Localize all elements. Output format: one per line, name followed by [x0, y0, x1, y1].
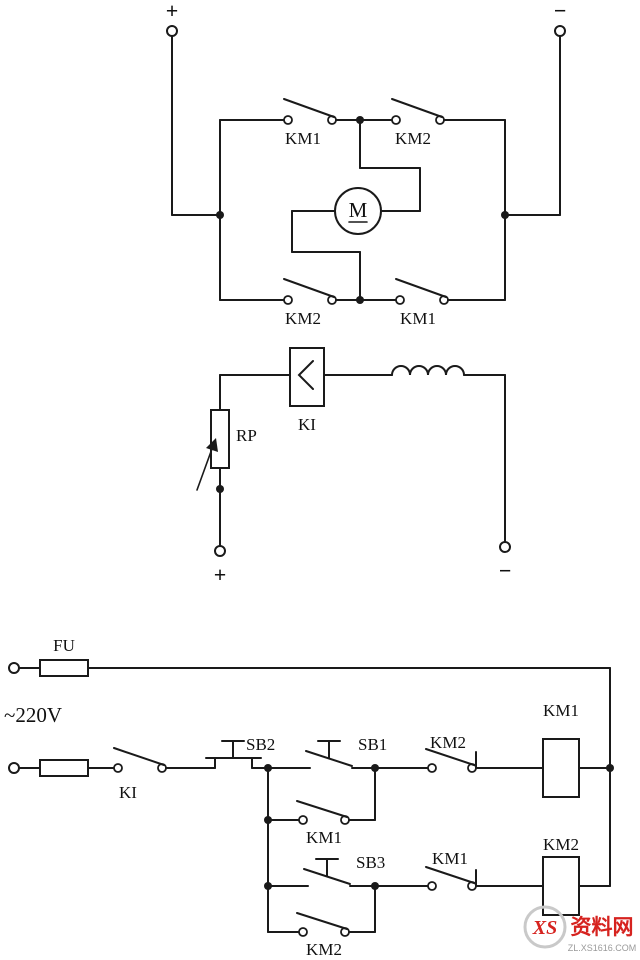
sb1-pushbutton [305, 740, 353, 767]
contact-point [427, 763, 437, 773]
watermark-logo: XS [532, 917, 557, 939]
rheostat-label: RP [236, 426, 257, 445]
contact-point [391, 115, 401, 125]
contact-blade [283, 278, 335, 298]
plus-terminal [166, 25, 178, 37]
km1-coil-label: KM1 [543, 701, 579, 720]
km2-coil-label: KM2 [543, 835, 579, 854]
sb3-label: SB3 [356, 853, 385, 872]
supply-terminal-2 [8, 762, 20, 774]
km1-nc-contact [425, 866, 477, 891]
km2-aux-label: KM2 [306, 940, 342, 959]
contact-blade [296, 912, 348, 930]
fuse-1 [39, 659, 89, 677]
plus-terminal-label: + [166, 0, 179, 23]
km2-nc-label: KM2 [430, 733, 466, 752]
watermark: XS 资料网 ZL.XS1616.COM [523, 905, 637, 953]
contact-point [283, 295, 293, 305]
control-circuit: FU ~220V KI SB2 SB1 [4, 636, 614, 959]
contact-blade [113, 747, 165, 766]
km1-top-contact [283, 98, 337, 125]
field-minus-label: − [499, 558, 512, 583]
ki-relay-symbol [297, 360, 314, 390]
contact-blade [425, 748, 475, 766]
junction-dot [606, 764, 614, 772]
km1-bottom-contact [395, 278, 449, 305]
junction-dot [216, 211, 224, 219]
junction-dot [216, 485, 224, 493]
contact-point [298, 927, 308, 937]
field-plus-terminal [214, 545, 226, 557]
sb3-pushbutton [303, 858, 351, 885]
km1-aux-contact [296, 800, 350, 825]
km2-nc-contact [425, 748, 477, 773]
km1-nc-label: KM1 [432, 849, 468, 868]
watermark-logo-circle [523, 905, 567, 949]
supply-terminal-1 [8, 662, 20, 674]
minus-terminal-label: − [554, 0, 567, 23]
inductor-coil [391, 365, 465, 376]
contact-blade [283, 98, 335, 118]
contact-blade [296, 800, 348, 818]
ki-contact-label: KI [119, 783, 137, 802]
junction-dot [356, 296, 364, 304]
watermark-url: ZL.XS1616.COM [568, 943, 637, 953]
sb2-label: SB2 [246, 735, 275, 754]
junction-dot [501, 211, 509, 219]
supply-voltage-label: ~220V [4, 703, 62, 727]
watermark-site-name: 资料网 [571, 915, 634, 939]
contact-point [395, 295, 405, 305]
contact-blade [395, 278, 447, 298]
km1-top-label: KM1 [285, 129, 321, 148]
km1-bottom-label: KM1 [400, 309, 436, 328]
sb2-pushbutton [205, 740, 262, 769]
rheostat-body [210, 409, 230, 469]
contact-point [113, 763, 123, 773]
ki-contact [113, 747, 167, 773]
ki-relay-box [289, 347, 325, 407]
km2-aux-contact [296, 912, 350, 937]
ki-relay-label: KI [298, 415, 316, 434]
motor-label: M [349, 198, 368, 222]
field-minus-terminal [499, 541, 511, 553]
km2-top-label: KM2 [395, 129, 431, 148]
km2-bottom-label: KM2 [285, 309, 321, 328]
contact-blade [425, 866, 475, 884]
contact-point [427, 881, 437, 891]
armature-circuit: + − KM1 KM2 [166, 0, 567, 328]
contact-point [298, 815, 308, 825]
km2-bottom-contact [283, 278, 337, 305]
fuse-2 [39, 759, 89, 777]
field-plus-label: + [214, 562, 227, 587]
sb1-label: SB1 [358, 735, 387, 754]
rheostat-arrowhead [206, 438, 218, 452]
contact-blade [391, 98, 443, 118]
km1-coil [542, 738, 580, 798]
km1-aux-label: KM1 [306, 828, 342, 847]
rheostat-wiper-arrow [196, 445, 214, 491]
fuse-label: FU [53, 636, 75, 655]
contact-point [283, 115, 293, 125]
minus-terminal [554, 25, 566, 37]
km2-top-contact [391, 98, 445, 125]
field-circuit: KI − RP + [196, 347, 512, 587]
